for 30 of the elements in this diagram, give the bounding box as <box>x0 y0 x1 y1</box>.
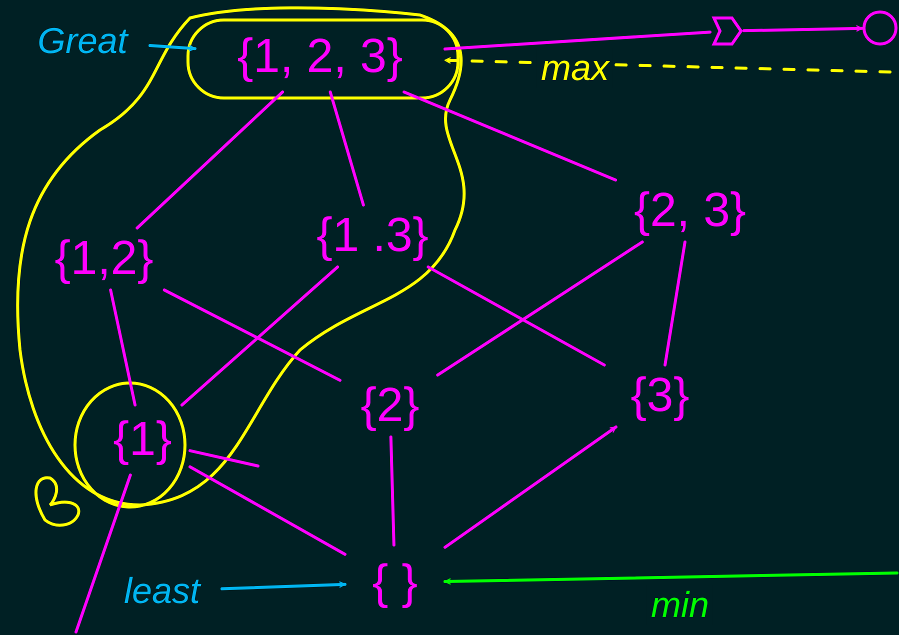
arrow <box>444 572 898 585</box>
set-label: {3} <box>600 365 720 427</box>
connector-line <box>109 288 137 406</box>
set-label: {1 .3} <box>310 205 435 267</box>
pentagon-shape <box>710 14 744 48</box>
connector-line <box>180 266 340 406</box>
connector-line <box>188 449 260 468</box>
arrow <box>742 25 864 32</box>
connector-line <box>162 288 342 382</box>
arrow <box>444 426 618 549</box>
set-label: {2} <box>340 375 440 437</box>
connector-line <box>402 90 618 182</box>
connector-line <box>328 90 365 206</box>
connector-line <box>136 90 284 230</box>
arrow <box>220 581 346 590</box>
handwritten-note: least <box>102 565 222 617</box>
connector-line <box>436 240 644 376</box>
connector-line <box>188 465 346 556</box>
connector-line <box>444 30 712 51</box>
set-label: {1,2} <box>38 228 170 290</box>
set-label: {1, 2, 3} <box>195 22 445 92</box>
arrow <box>148 44 196 52</box>
connector-line <box>74 474 132 634</box>
set-label: {1} <box>95 405 190 475</box>
handwritten-note: Great <box>15 15 150 67</box>
circle-shape <box>862 10 898 46</box>
set-label: { } <box>345 545 445 620</box>
set-label: {2, 3} <box>605 180 775 242</box>
connector-line <box>389 436 396 546</box>
connector-line <box>664 240 686 366</box>
